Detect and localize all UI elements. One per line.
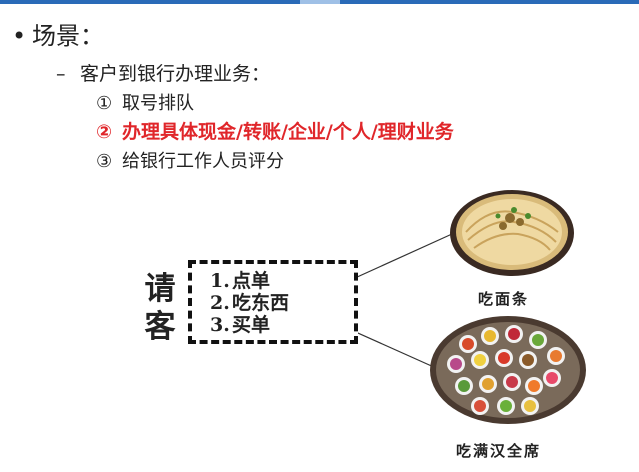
outline-item-1: ① 取号排队 [96, 92, 194, 116]
outline-level1: •场景： [12, 22, 104, 50]
sub-label: 客户到银行办理业务： [80, 63, 271, 85]
noodle-bowl-image [450, 190, 574, 276]
guest-label-char2: 客 [144, 309, 176, 345]
bullet-dash: – [56, 63, 66, 85]
noodle-caption: 吃面条 [478, 290, 530, 308]
item-number: ① [96, 93, 113, 114]
outline-level2: –客户到银行办理业务： [56, 62, 270, 86]
item-text: 给银行工作人员评分 [122, 151, 284, 172]
item-text: 取号排队 [122, 93, 194, 114]
banquet-dishes-image [430, 316, 586, 424]
outline-item-3: ③ 给银行工作人员评分 [96, 150, 284, 174]
feast-caption: 吃满汉全席 [456, 442, 542, 460]
menu-item-order: 1.点单 [210, 270, 271, 292]
bullet-dot: • [12, 22, 27, 50]
item-text: 办理具体现金/转账/企业/个人/理财业务 [122, 121, 454, 143]
guest-label-char1: 请 [144, 271, 176, 307]
top-accent-highlight [300, 0, 340, 4]
menu-item-pay: 3.买单 [210, 314, 271, 336]
menu-item-eat: 2.吃东西 [210, 292, 290, 314]
menu-box: 1.点单 2.吃东西 3.买单 [188, 260, 358, 344]
item-number: ② [96, 121, 113, 143]
guest-label: 请 客 [140, 270, 180, 346]
outline-item-2-highlighted: ② 办理具体现金/转账/企业/个人/理财业务 [96, 120, 454, 144]
scene-label: 场景： [32, 22, 104, 50]
item-number: ③ [96, 151, 113, 172]
